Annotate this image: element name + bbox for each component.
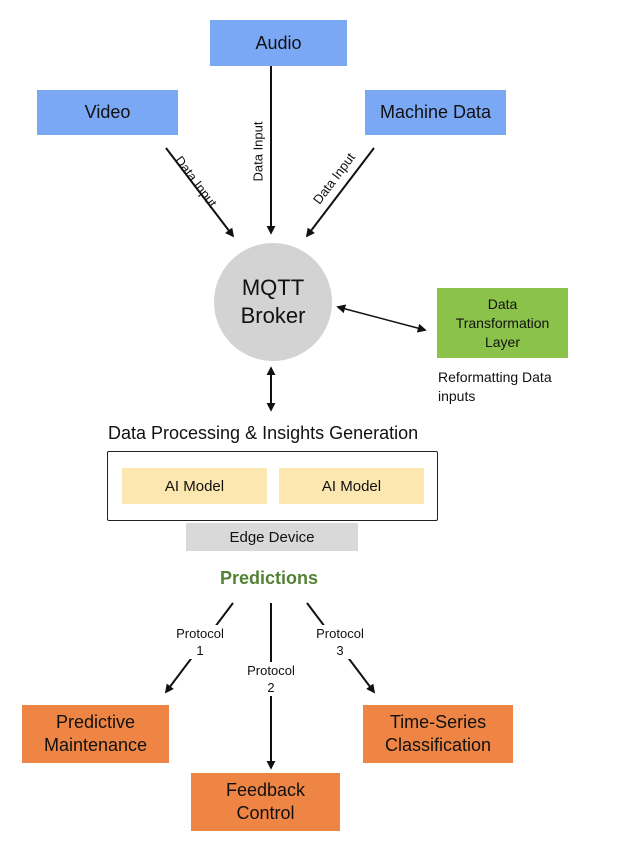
transformation-line-3: Layer (484, 333, 521, 350)
transformation-line-1: Data (487, 295, 518, 312)
protocol-3-line-2: 3 (336, 643, 344, 658)
protocol-1-line-1: Protocol (176, 626, 224, 641)
predictive-line-2: Maintenance (43, 735, 148, 755)
time-series-classification-node: Time-Series Classification (363, 705, 513, 763)
caption-line-1: Reformatting Data (438, 369, 552, 385)
mqtt-broker-node: MQTT Broker (214, 243, 332, 361)
timeseries-line-2: Classification (384, 735, 492, 755)
arrow-machine-to-broker (305, 147, 375, 238)
edge-device-label: Edge Device (229, 528, 315, 546)
protocol-2-label: Protocol 2 (241, 662, 301, 696)
ai-model-2: AI Model (279, 468, 424, 504)
audio-label: Audio (255, 32, 302, 53)
ai-model-2-label: AI Model (321, 477, 382, 495)
edge-label-audio: Data Input (250, 121, 266, 182)
edge-device-node: Edge Device (186, 523, 358, 551)
ai-model-1-label: AI Model (164, 477, 225, 495)
protocol-1-label: Protocol 1 (170, 625, 230, 659)
feedback-line-1: Feedback (225, 780, 306, 800)
protocol-3-line-1: Protocol (316, 626, 364, 641)
timeseries-line-1: Time-Series (389, 712, 487, 732)
transformation-line-2: Transformation (455, 314, 550, 331)
video-node: Video (37, 90, 178, 135)
protocol-3-label: Protocol 3 (310, 625, 370, 659)
processing-title: Data Processing & Insights Generation (108, 423, 419, 443)
predictive-line-1: Predictive (55, 712, 135, 732)
transformation-caption: Reformatting Data inputs (438, 368, 552, 406)
predictions-label: Predictions (220, 568, 319, 588)
predictive-maintenance-node: Predictive Maintenance (22, 705, 169, 763)
broker-line-2: Broker (240, 303, 306, 328)
ai-model-1: AI Model (122, 468, 267, 504)
protocol-1-line-2: 1 (196, 643, 204, 658)
caption-line-2: inputs (438, 388, 476, 404)
arrow-video-to-broker (165, 147, 235, 238)
protocol-2-line-1: Protocol (247, 663, 295, 678)
feedback-control-node: Feedback Control (191, 773, 340, 831)
arrow-broker-transformation (336, 304, 427, 333)
protocol-2-line-2: 2 (267, 680, 275, 695)
video-label: Video (84, 102, 131, 122)
machine-data-label: Machine Data (379, 102, 492, 122)
audio-node: Audio (210, 20, 347, 66)
machine-data-node: Machine Data (365, 90, 506, 135)
data-transformation-node: Data Transformation Layer (437, 288, 568, 358)
feedback-line-2: Control (236, 803, 295, 823)
broker-line-1: MQTT (241, 275, 305, 300)
